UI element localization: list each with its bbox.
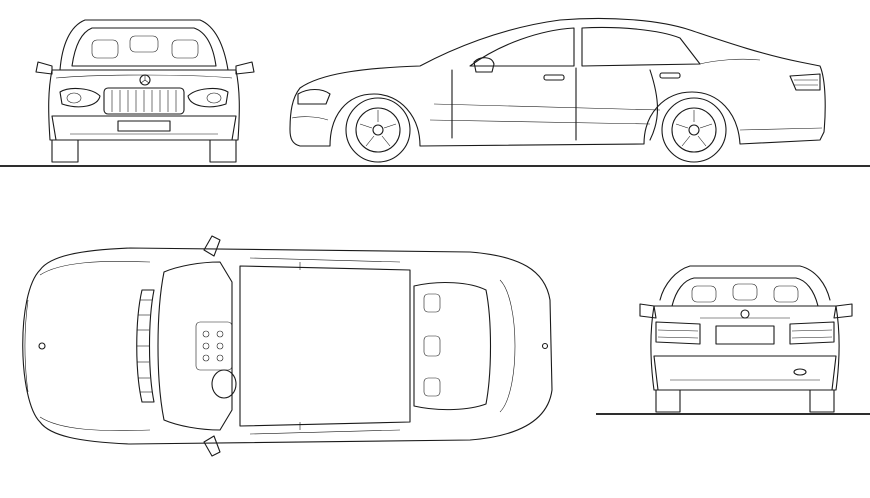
top-mirror-left: [203, 235, 221, 257]
side-headlight: [297, 88, 331, 105]
front-windshield: [71, 27, 217, 67]
top-window-line-upper: [249, 257, 401, 263]
top-window-line-lower: [249, 429, 401, 435]
rear-mirror-left: [639, 303, 657, 319]
rear-star-emblem: [740, 309, 750, 319]
side-rear-door-handle: [659, 72, 681, 79]
front-headrest-left: [91, 39, 119, 59]
top-windshield: [157, 261, 233, 431]
side-front-door-handle: [543, 74, 565, 81]
front-body: [48, 69, 240, 141]
rear-mirror-right: [833, 303, 853, 319]
rear-taillight-left-lines: [657, 329, 699, 339]
front-view: [0, 19, 870, 167]
rear-exhaust: [793, 368, 807, 376]
side-front-wheel: [345, 97, 411, 163]
side-rear-window: [581, 26, 701, 67]
top-cabin-opening: [239, 265, 411, 427]
front-grille-slats: [111, 90, 177, 112]
top-rear-emblem: [541, 342, 549, 350]
side-rear-wheel: [661, 97, 727, 163]
top-rear-window: [413, 282, 492, 411]
rear-roof-outline: [659, 265, 831, 301]
front-star-arms: [140, 75, 150, 84]
rear-window: [671, 277, 819, 307]
rear-taillight-left: [655, 321, 701, 345]
top-cowl-vent-slats: [137, 299, 152, 393]
front-mirror-left: [35, 61, 53, 75]
headlight-right: [187, 87, 229, 108]
rear-bumper: [653, 355, 837, 391]
front-grille: [103, 87, 185, 115]
rear-headrests: [691, 283, 799, 303]
top-mirror-right: [203, 435, 221, 457]
front-mirror-right: [235, 61, 255, 75]
side-taillight-lines: [794, 79, 818, 86]
headlight-left: [59, 87, 101, 108]
rear-taillight-right-lines: [791, 329, 833, 339]
top-hood-line-upper: [39, 261, 151, 276]
side-taillight: [789, 73, 821, 91]
top-body-outline: [22, 247, 553, 445]
rear-license-plate: [715, 325, 775, 345]
top-cowl-vent: [136, 289, 155, 403]
rear-tire-left: [655, 389, 681, 413]
side-rear-door-edge: [649, 69, 658, 141]
top-trunk-line: [499, 279, 516, 413]
headlight-right-lens: [206, 92, 222, 104]
top-rear-headrests: [423, 293, 441, 397]
top-console-details: [202, 330, 224, 362]
top-front-bumper-line: [24, 299, 29, 393]
side-rear-bumper-line: [739, 127, 823, 131]
side-front-window: [469, 27, 575, 67]
rear-body: [650, 305, 840, 391]
side-view: [289, 17, 826, 163]
front-tire-left: [51, 139, 79, 163]
side-belt-line: [433, 103, 661, 111]
rear-taillight-right: [789, 321, 835, 345]
rear-tire-right: [809, 389, 835, 413]
side-mirror: [473, 57, 495, 73]
side-rocker-line: [429, 119, 651, 125]
side-body-outline: [289, 17, 826, 147]
rear-view: [596, 265, 870, 415]
side-c-pillar-line: [699, 58, 761, 65]
front-bumper: [51, 115, 237, 141]
top-hood-line-lower: [39, 416, 151, 431]
side-front-bumper-line: [291, 116, 329, 121]
headlight-left-lens: [66, 92, 82, 104]
front-headrest-right: [171, 39, 199, 59]
top-steering-wheel: [211, 369, 237, 399]
front-license-plate: [117, 120, 171, 132]
top-view: [22, 235, 553, 457]
top-center-console: [195, 321, 233, 371]
front-roof-outline: [59, 19, 229, 71]
top-star-emblem: [38, 342, 46, 350]
front-tire-right: [209, 139, 237, 163]
front-mirror-interior: [129, 35, 159, 53]
